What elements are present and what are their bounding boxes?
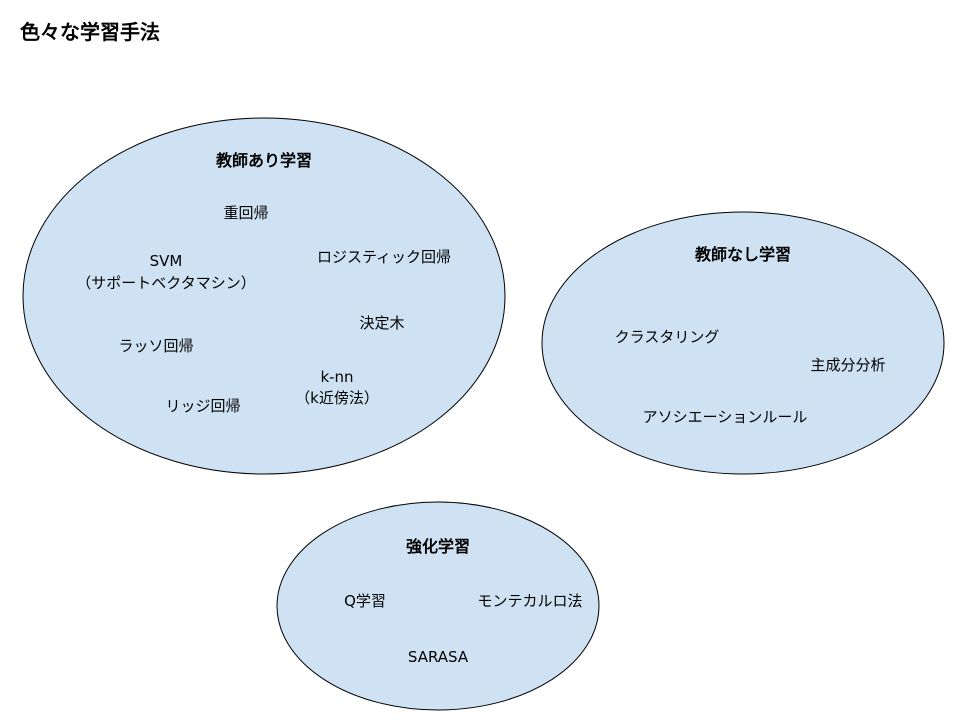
svm-subtitle-label: （サポートベクタマシン）	[76, 274, 255, 292]
ridge-regression-label: リッジ回帰	[165, 397, 240, 415]
unsupervised-learning-ellipse	[541, 211, 945, 475]
supervised-learning-title: 教師あり学習	[216, 151, 312, 170]
logistic-regression-label: ロジスティック回帰	[317, 248, 451, 266]
reinforcement-learning-title: 強化学習	[406, 537, 470, 556]
unsupervised-learning-title: 教師なし学習	[695, 245, 791, 264]
unsupervised-learning-group: 教師なし学習 クラスタリング 主成分分析 アソシエーションルール	[541, 211, 945, 475]
sarasa-label: SARASA	[408, 648, 469, 666]
knn-subtitle-label: （k近傍法）	[295, 389, 379, 407]
knn-label: k-nn	[320, 368, 353, 386]
page-title: 色々な学習手法	[20, 20, 160, 44]
supervised-learning-group: 教師あり学習 重回帰 SVM （サポートベクタマシン） ロジスティック回帰 決定…	[22, 117, 506, 475]
svm-label: SVM	[150, 252, 183, 270]
clustering-label: クラスタリング	[615, 328, 720, 346]
reinforcement-learning-ellipse	[276, 501, 600, 711]
monte-carlo-label: モンテカルロ法	[477, 592, 582, 610]
pca-label: 主成分分析	[810, 356, 885, 374]
q-learning-label: Q学習	[344, 592, 386, 610]
multiple-regression-label: 重回帰	[223, 204, 268, 222]
lasso-regression-label: ラッソ回帰	[118, 337, 193, 355]
supervised-learning-ellipse	[22, 117, 506, 475]
association-rules-label: アソシエーションルール	[643, 408, 808, 426]
reinforcement-learning-group: 強化学習 Q学習 モンテカルロ法 SARASA	[276, 501, 600, 711]
decision-tree-label: 決定木	[359, 314, 404, 332]
